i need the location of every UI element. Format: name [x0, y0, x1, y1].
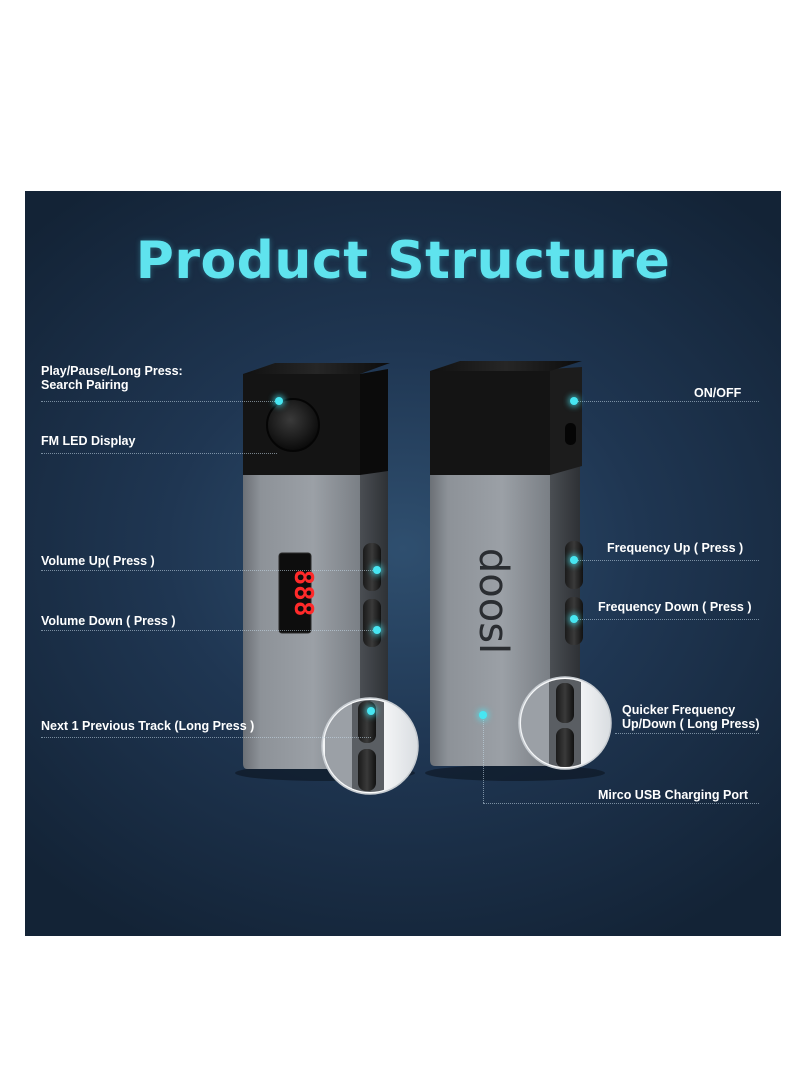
leader-micro-usb — [483, 803, 759, 804]
leader-volume-up — [41, 570, 377, 571]
hotspot-play-pause — [275, 397, 283, 405]
hotspot-volume-down — [373, 626, 381, 634]
volume-up-button — [363, 543, 381, 591]
hotspot-frequency-down — [570, 615, 578, 623]
hotspot-micro-usb — [479, 711, 487, 719]
label-volume-up: Volume Up( Press ) — [41, 554, 155, 568]
label-frequency-up: Frequency Up ( Press ) — [607, 541, 744, 555]
leader-fm-led — [41, 453, 277, 454]
hotspot-volume-up — [373, 566, 381, 574]
left-zoom-lens — [321, 697, 419, 795]
on-off-switch — [565, 423, 576, 445]
label-play-pause: Play/Pause/Long Press: Search Pairing — [41, 364, 183, 392]
hotspot-on-off — [570, 397, 578, 405]
device-illustration: 888 — [235, 361, 612, 795]
page-title: Product Structure — [135, 231, 671, 291]
leader-frequency-down — [577, 619, 759, 620]
leader-frequency-up — [577, 560, 759, 561]
hotspot-frequency-up — [570, 556, 578, 564]
hotspot-next-previous — [367, 707, 375, 715]
volume-down-button — [363, 599, 381, 647]
label-micro-usb: Mirco USB Charging Port — [598, 788, 749, 802]
leader-next-previous — [41, 737, 371, 738]
brand-logo: doosl — [470, 548, 516, 654]
label-quicker-frequency: Quicker Frequency Up/Down ( Long Press) — [622, 703, 760, 731]
label-next-previous: Next 1 Previous Track (Long Press ) — [41, 719, 255, 733]
led-display-screen — [278, 552, 312, 634]
led-digits: 888 — [288, 570, 318, 617]
leader-quicker-frequency — [615, 733, 759, 734]
frequency-up-button — [565, 541, 583, 589]
label-fm-led: FM LED Display — [41, 434, 136, 448]
product-structure-panel: Product Structure — [25, 191, 781, 936]
leader-play-pause — [41, 401, 277, 402]
leader-on-off — [577, 401, 759, 402]
leader-volume-down — [41, 630, 377, 631]
label-on-off: ON/OFF — [694, 386, 742, 400]
label-volume-down: Volume Down ( Press ) — [41, 614, 176, 628]
label-frequency-down: Frequency Down ( Press ) — [598, 600, 752, 614]
play-pause-knob-icon — [266, 398, 320, 452]
leader-micro-usb-vertical — [483, 717, 484, 803]
right-zoom-lens — [518, 676, 612, 770]
left-device — [235, 363, 415, 781]
